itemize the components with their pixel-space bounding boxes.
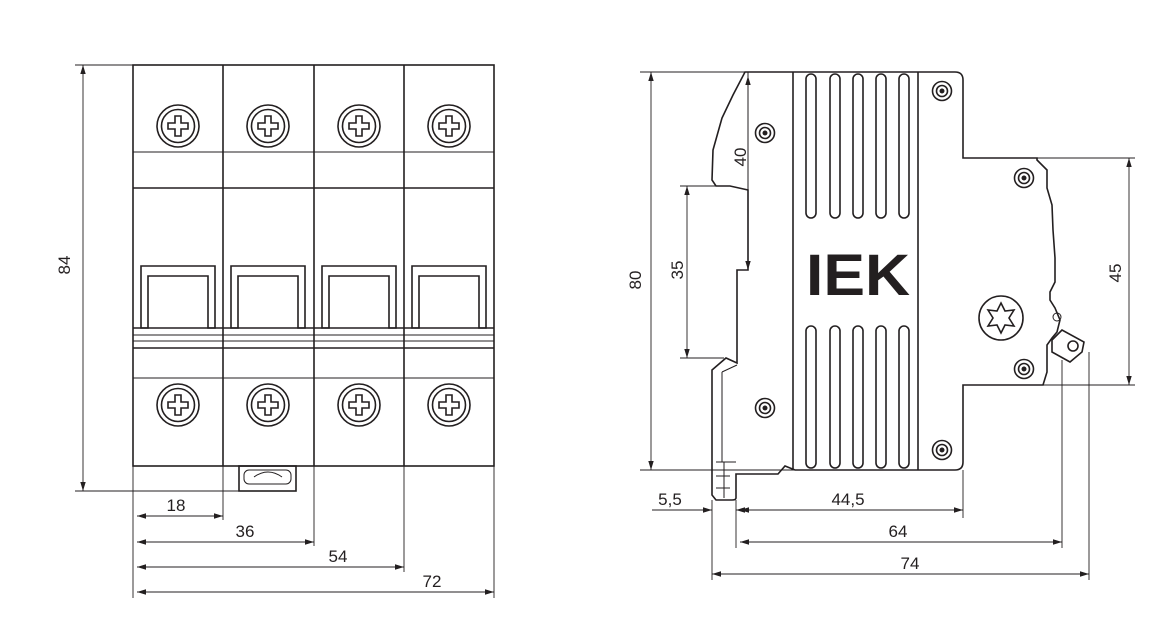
screw-icon — [337, 104, 381, 148]
dim-height-80: 80 — [626, 71, 795, 471]
dim-width-lines: 18 36 54 72 — [132, 466, 495, 598]
rivet-icon — [754, 122, 776, 144]
screw-icon — [337, 383, 381, 427]
side-view: IEK 80 40 — [626, 71, 1135, 580]
rivet-icon — [931, 439, 953, 461]
front-view: 84 18 36 54 72 — [55, 64, 495, 598]
dim-label-5-5: 5,5 — [658, 490, 682, 509]
dim-label-35: 35 — [668, 261, 687, 280]
pole-separators — [222, 65, 405, 466]
dim-label-36: 36 — [236, 522, 255, 541]
dim-upper-40: 40 — [731, 76, 751, 270]
dim-label-40: 40 — [731, 148, 750, 167]
dim-label-64: 64 — [889, 522, 908, 541]
dim-label-44-5: 44,5 — [831, 490, 864, 509]
dim-label-84: 84 — [55, 256, 74, 275]
rivet-icon — [1013, 167, 1035, 189]
dim-label-80: 80 — [626, 271, 645, 290]
dim-label-54: 54 — [329, 547, 348, 566]
screw-icon — [246, 104, 290, 148]
screw-icon — [427, 104, 471, 148]
torx-screw-icon — [978, 295, 1024, 341]
dim-label-74: 74 — [901, 554, 920, 573]
rivet-icon — [1013, 358, 1035, 380]
rivet-icon — [931, 80, 953, 102]
screw-icon — [427, 383, 471, 427]
screw-icon — [156, 383, 200, 427]
dim-rail-35: 35 — [668, 185, 730, 359]
ventilation-slots — [805, 73, 910, 469]
dim-label-18: 18 — [167, 496, 186, 515]
screw-icon — [156, 104, 200, 148]
dim-bottom: 5,5 44,5 64 74 — [652, 352, 1090, 580]
iek-logo: IEK — [803, 243, 913, 308]
side-clip-latch — [1051, 312, 1085, 363]
dim-label-72: 72 — [423, 572, 442, 591]
breaker-body-side — [711, 71, 1061, 501]
front-horizontal-lines — [133, 151, 494, 379]
screw-icon — [246, 383, 290, 427]
din-clip-front — [238, 465, 297, 492]
dim-height-84: 84 — [55, 64, 239, 492]
rivet-icon — [754, 397, 776, 419]
brand-logo-text: IEK — [806, 243, 910, 308]
dim-label-45: 45 — [1106, 264, 1125, 283]
